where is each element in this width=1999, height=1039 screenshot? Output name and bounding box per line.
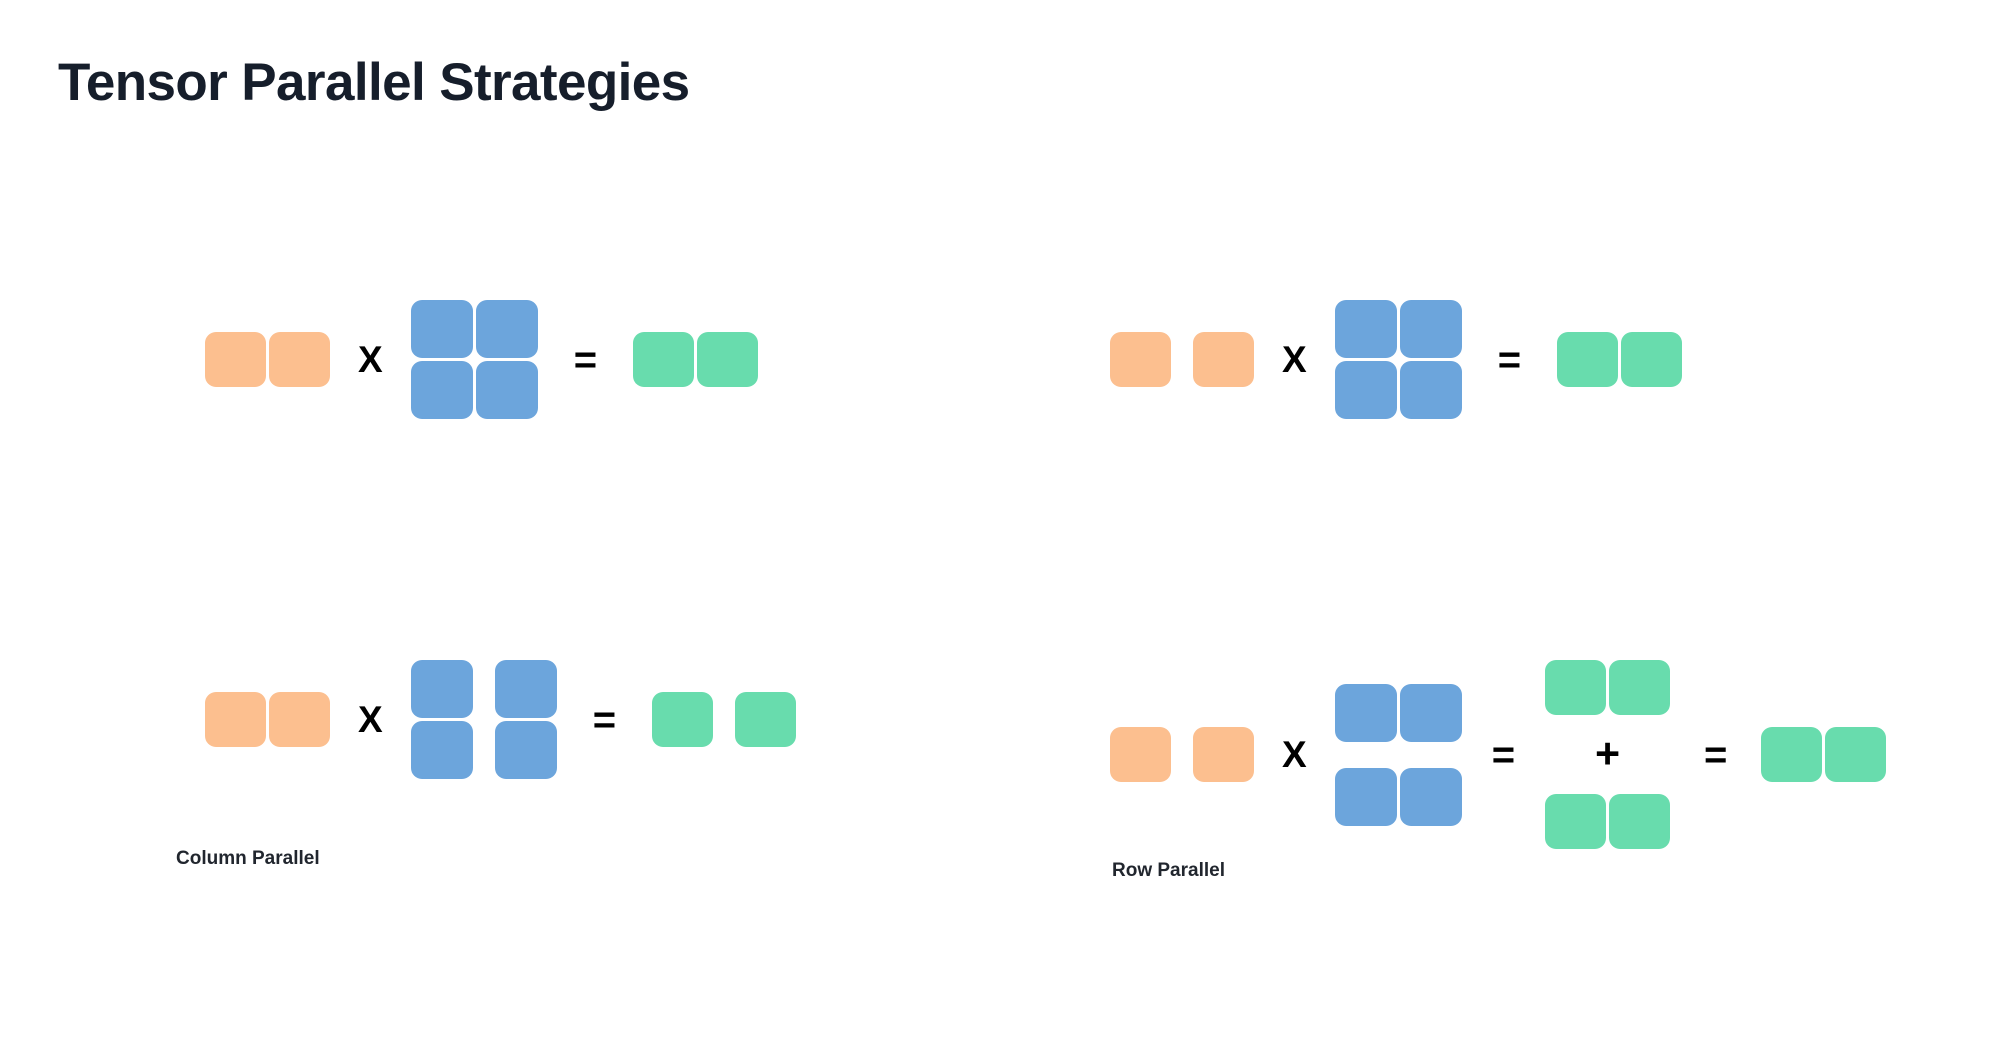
caption-row-parallel: Row Parallel [1112, 860, 1225, 881]
weight-matrix-blue [410, 300, 538, 419]
weight-row [410, 300, 538, 358]
partial-output-matrix-green [1545, 660, 1671, 715]
weight-block [1399, 361, 1462, 419]
equals-operator: = [1491, 732, 1516, 777]
weight-row [410, 361, 538, 419]
input-matrix-orange [1110, 727, 1254, 782]
weight-block [1399, 683, 1462, 742]
weight-block [475, 300, 538, 358]
output-matrix-green [1557, 332, 1683, 387]
partial-sum-group: + [1545, 660, 1671, 849]
diagram-top-right: X = [1110, 300, 1683, 419]
weight-block [410, 361, 473, 419]
input-block [205, 332, 266, 387]
equals-operator: = [592, 697, 617, 742]
input-block [1193, 727, 1254, 782]
diagram-bottom-right: X = + = [1110, 660, 1887, 849]
output-block [735, 692, 797, 747]
output-matrix-green [633, 332, 759, 387]
weight-row-shard [1334, 767, 1462, 826]
multiply-operator: X [1282, 734, 1307, 775]
output-block [1557, 332, 1619, 387]
weight-block [494, 660, 557, 718]
weight-block [1334, 300, 1397, 358]
final-output-matrix-green [1761, 727, 1887, 782]
weight-block [1399, 300, 1462, 358]
plus-operator: + [1594, 730, 1621, 778]
weight-row-shard [1334, 683, 1462, 742]
multiply-operator: X [358, 699, 383, 740]
partial-output-block [1609, 660, 1671, 715]
weight-matrix-blue-row-sharded [1334, 683, 1462, 826]
equals-operator: = [1497, 337, 1522, 382]
input-block [1193, 332, 1254, 387]
weight-block [410, 721, 473, 779]
caption-column-parallel: Column Parallel [176, 848, 320, 869]
equals-operator-final: = [1704, 732, 1728, 777]
multiply-operator: X [358, 339, 383, 380]
weight-block [1334, 683, 1397, 742]
weight-row [1334, 361, 1462, 419]
weight-block [1334, 767, 1397, 826]
multiply-operator: X [1282, 339, 1307, 380]
weight-block [494, 721, 557, 779]
weight-matrix-blue [1334, 300, 1462, 419]
input-matrix-orange [205, 332, 330, 387]
weight-column-shard [494, 660, 557, 779]
output-block [1761, 727, 1823, 782]
output-block [652, 692, 714, 747]
output-block [633, 332, 695, 387]
weight-block [475, 361, 538, 419]
output-block [1825, 727, 1887, 782]
output-matrix-green-column-sharded [652, 692, 797, 747]
weight-block [1399, 767, 1462, 826]
input-block [269, 692, 330, 747]
weight-matrix-blue-column-sharded [410, 660, 557, 779]
page-title: Tensor Parallel Strategies [58, 53, 690, 112]
input-matrix-orange [205, 692, 330, 747]
input-matrix-orange [1110, 332, 1254, 387]
partial-output-block [1545, 794, 1607, 849]
input-block [269, 332, 330, 387]
input-block [1110, 332, 1171, 387]
input-block [1110, 727, 1171, 782]
output-block [697, 332, 759, 387]
output-block [1621, 332, 1683, 387]
partial-output-matrix-green [1545, 794, 1671, 849]
diagram-bottom-left: X = [205, 660, 797, 779]
partial-output-block [1609, 794, 1671, 849]
partial-output-block [1545, 660, 1607, 715]
weight-block [410, 660, 473, 718]
weight-column-shard [410, 660, 473, 779]
input-block [205, 692, 266, 747]
diagram-top-left: X = [205, 300, 759, 419]
weight-row [1334, 300, 1462, 358]
weight-block [410, 300, 473, 358]
weight-block [1334, 361, 1397, 419]
equals-operator: = [573, 337, 598, 382]
